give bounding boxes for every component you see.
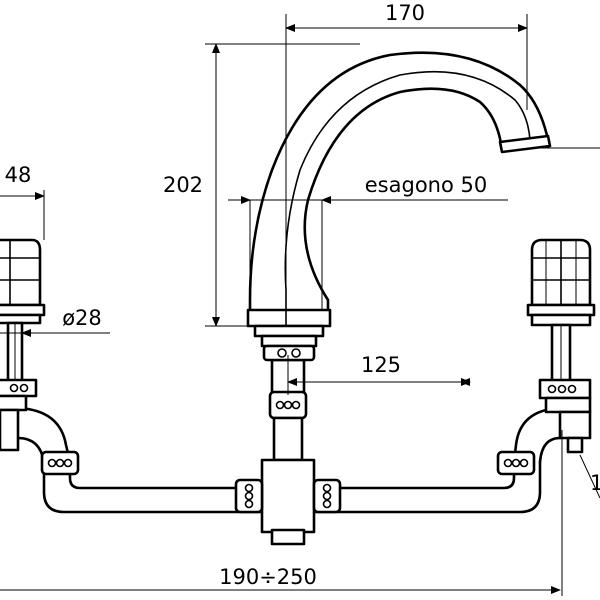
- dim-centres-label: 190÷250: [219, 565, 317, 589]
- dim-centres: 190÷250: [0, 430, 563, 596]
- right-pipe-nut: [496, 450, 536, 476]
- dim-hexagon: esagono 50: [228, 173, 508, 310]
- dim-48: 48: [0, 163, 45, 240]
- dim-48-label: 48: [5, 163, 32, 187]
- right-valve: [526, 238, 596, 454]
- left-pipe-nut: [40, 450, 80, 476]
- dim-right-cut-label: 1: [590, 471, 600, 495]
- dim-202: 202: [163, 43, 360, 327]
- dim-170: 170: [285, 1, 528, 310]
- dim-28: ø28: [0, 306, 110, 337]
- spout: [246, 51, 552, 362]
- centre-tee-body: [234, 358, 342, 546]
- left-valve: [0, 238, 46, 452]
- dim-170-label: 170: [385, 1, 425, 25]
- dim-right-cut: 1: [530, 147, 600, 499]
- dim-125: 125: [287, 353, 470, 395]
- dim-125-label: 125: [361, 353, 401, 377]
- dim-hexagon-label: esagono 50: [365, 173, 487, 197]
- dim-28-label: ø28: [62, 306, 102, 330]
- dim-202-label: 202: [163, 173, 203, 197]
